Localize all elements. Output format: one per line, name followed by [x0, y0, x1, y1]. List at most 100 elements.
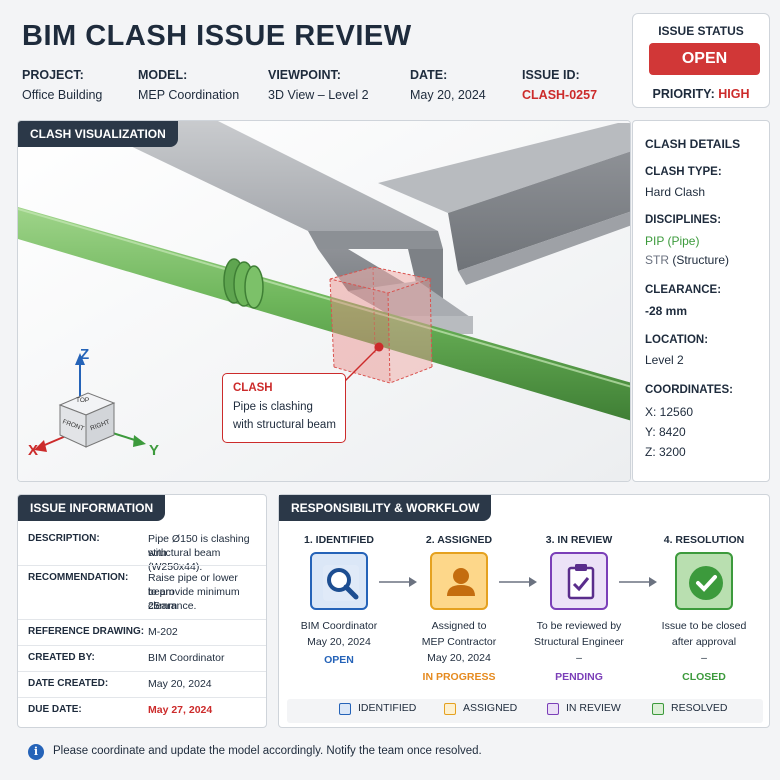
info-row: DATE CREATED:May 20, 2024	[18, 671, 266, 697]
date-value: May 20, 2024	[410, 88, 486, 102]
arrow-right-icon	[499, 575, 539, 593]
workflow-step-status: OPEN	[324, 654, 354, 666]
discipline-structure-code: STR	[645, 253, 669, 267]
info-icon: i	[28, 744, 44, 760]
workflow-step-text: May 20, 2024	[427, 652, 491, 664]
location-value: Level 2	[645, 353, 684, 367]
location-label: LOCATION:	[645, 334, 709, 346]
user-icon[interactable]	[430, 552, 488, 610]
legend-swatch	[444, 703, 456, 715]
disciplines-label: DISCIPLINES:	[645, 214, 722, 226]
date-label: DATE:	[410, 68, 448, 82]
axis-z-label: Z	[80, 346, 90, 363]
workflow-step-text: BIM Coordinator	[300, 620, 378, 632]
workflow-legend: IDENTIFIED ASSIGNED IN REVIEW RESOLVED	[287, 699, 763, 723]
workflow-step-text: –	[576, 652, 582, 664]
info-row-value: M-202	[148, 626, 178, 638]
info-row-label: CREATED BY:	[28, 652, 95, 663]
info-row-value: May 27, 2024	[148, 704, 213, 716]
callout-title: CLASH	[233, 382, 273, 394]
page-title: BIM CLASH ISSUE REVIEW	[22, 20, 412, 52]
clash-type-value: Hard Clash	[645, 185, 706, 199]
model-value: MEP Coordination	[138, 88, 240, 102]
legend-label: IN REVIEW	[566, 702, 621, 714]
search-icon[interactable]	[310, 552, 368, 610]
legend-swatch	[339, 703, 351, 715]
issue-information-tab[interactable]: ISSUE INFORMATION	[18, 495, 166, 521]
coordinates-label: COORDINATES:	[645, 384, 733, 396]
clash-marker[interactable]	[374, 342, 384, 352]
info-row-value: BIM Coordinator	[148, 652, 225, 664]
clearance-value: -28 mm	[645, 304, 688, 318]
workflow-step-title: 3. IN REVIEW	[545, 534, 613, 546]
clash-visualization-panel[interactable]: CLASH VISUALIZATION Z X Y TOP FRONT RIGH…	[17, 120, 631, 482]
discipline-structure: STR (Structure)	[645, 253, 729, 267]
clash-3d-view[interactable]	[18, 121, 631, 482]
issue-status-card: ISSUE STATUS OPEN PRIORITY: HIGH	[632, 13, 770, 108]
axis-x-label: X	[28, 442, 39, 459]
workflow-step-status: PENDING	[555, 671, 603, 683]
coordinate-x: X: 12560	[645, 405, 694, 419]
workflow-step-text: MEP Contractor	[421, 636, 497, 648]
pipe	[18, 207, 630, 421]
issue-id-value[interactable]: CLASH-0257	[522, 88, 598, 102]
workflow-step-text: Assigned to	[431, 620, 487, 632]
workflow-step-text: Issue to be closed	[661, 620, 747, 632]
workflow-panel: RESPONSIBILITY & WORKFLOW 1. IDENTIFIED B…	[278, 494, 770, 728]
check-circle-icon[interactable]	[675, 552, 733, 610]
clipboard-check-icon[interactable]	[550, 552, 608, 610]
callout-leader	[342, 347, 379, 384]
callout-line-2: with structural beam	[233, 419, 336, 431]
clash-type-label: CLASH TYPE:	[645, 166, 722, 178]
workflow-tab[interactable]: RESPONSIBILITY & WORKFLOW	[279, 495, 492, 521]
viewpoint-label: VIEWPOINT:	[268, 68, 341, 82]
legend-label: RESOLVED	[671, 702, 728, 714]
secondary-beam	[378, 123, 630, 285]
workflow-step-status: CLOSED	[682, 671, 726, 683]
info-row-value: clearance.	[148, 600, 197, 612]
workflow-step-status: IN PROGRESS	[422, 671, 496, 683]
workflow-step-text: after approval	[671, 636, 737, 648]
arrow-right-icon	[379, 575, 419, 593]
priority-label: PRIORITY:	[652, 87, 715, 101]
clash-details-heading: CLASH DETAILS	[645, 137, 741, 151]
issue-status-heading: ISSUE STATUS	[658, 24, 744, 38]
legend-swatch	[652, 703, 664, 715]
clearance-label: CLEARANCE:	[645, 284, 722, 296]
info-row-value: Raise pipe or lower beam	[148, 572, 238, 598]
coordinate-y: Y: 8420	[645, 425, 686, 439]
project-label: PROJECT:	[22, 68, 84, 82]
info-row-value: structural beam (W250x44).	[148, 547, 221, 573]
clash-callout[interactable]: CLASH Pipe is clashing with structural b…	[222, 373, 346, 443]
info-row-value: Pipe Ø150 is clashing with	[148, 533, 250, 559]
model-label: MODEL:	[138, 68, 188, 82]
workflow-step-text: May 20, 2024	[307, 636, 371, 648]
workflow-step-title: 1. IDENTIFIED	[303, 534, 374, 546]
viewpoint-value: 3D View – Level 2	[268, 88, 369, 102]
clash-zone-box[interactable]	[329, 266, 433, 384]
arrow-right-icon	[619, 575, 659, 593]
axis-gizmo	[34, 353, 146, 452]
info-row-value: to provide minimum 25mm	[148, 586, 240, 612]
info-row-value: May 20, 2024	[148, 678, 212, 690]
info-row-label: DUE DATE:	[28, 704, 82, 715]
clash-visualization-tab[interactable]: CLASH VISUALIZATION	[18, 121, 178, 147]
info-row: CREATED BY: BIM Coordinator	[18, 645, 266, 671]
coordinate-z: Z: 3200	[645, 445, 686, 459]
info-row: DUE DATE: May 27, 2024	[18, 697, 266, 727]
info-row-label: DESCRIPTION:	[28, 533, 100, 544]
discipline-pipe: PIP (Pipe)	[645, 234, 700, 248]
priority-value: HIGH	[718, 87, 750, 101]
info-row-label: REFERENCE DRAWING:	[28, 626, 145, 637]
footer-note: Please coordinate and update the model a…	[53, 745, 482, 757]
legend-label: IDENTIFIED	[358, 702, 417, 714]
project-value: Office Building	[22, 88, 103, 102]
workflow-step-text: Structural Engineer	[534, 636, 624, 648]
status-badge[interactable]: OPEN	[649, 43, 760, 75]
cube-top-label: TOP	[76, 397, 90, 404]
info-row-label: RECOMMENDATION:	[28, 572, 129, 583]
workflow-step-title: 4. RESOLUTION	[663, 534, 745, 546]
legend-label: ASSIGNED	[463, 702, 518, 714]
